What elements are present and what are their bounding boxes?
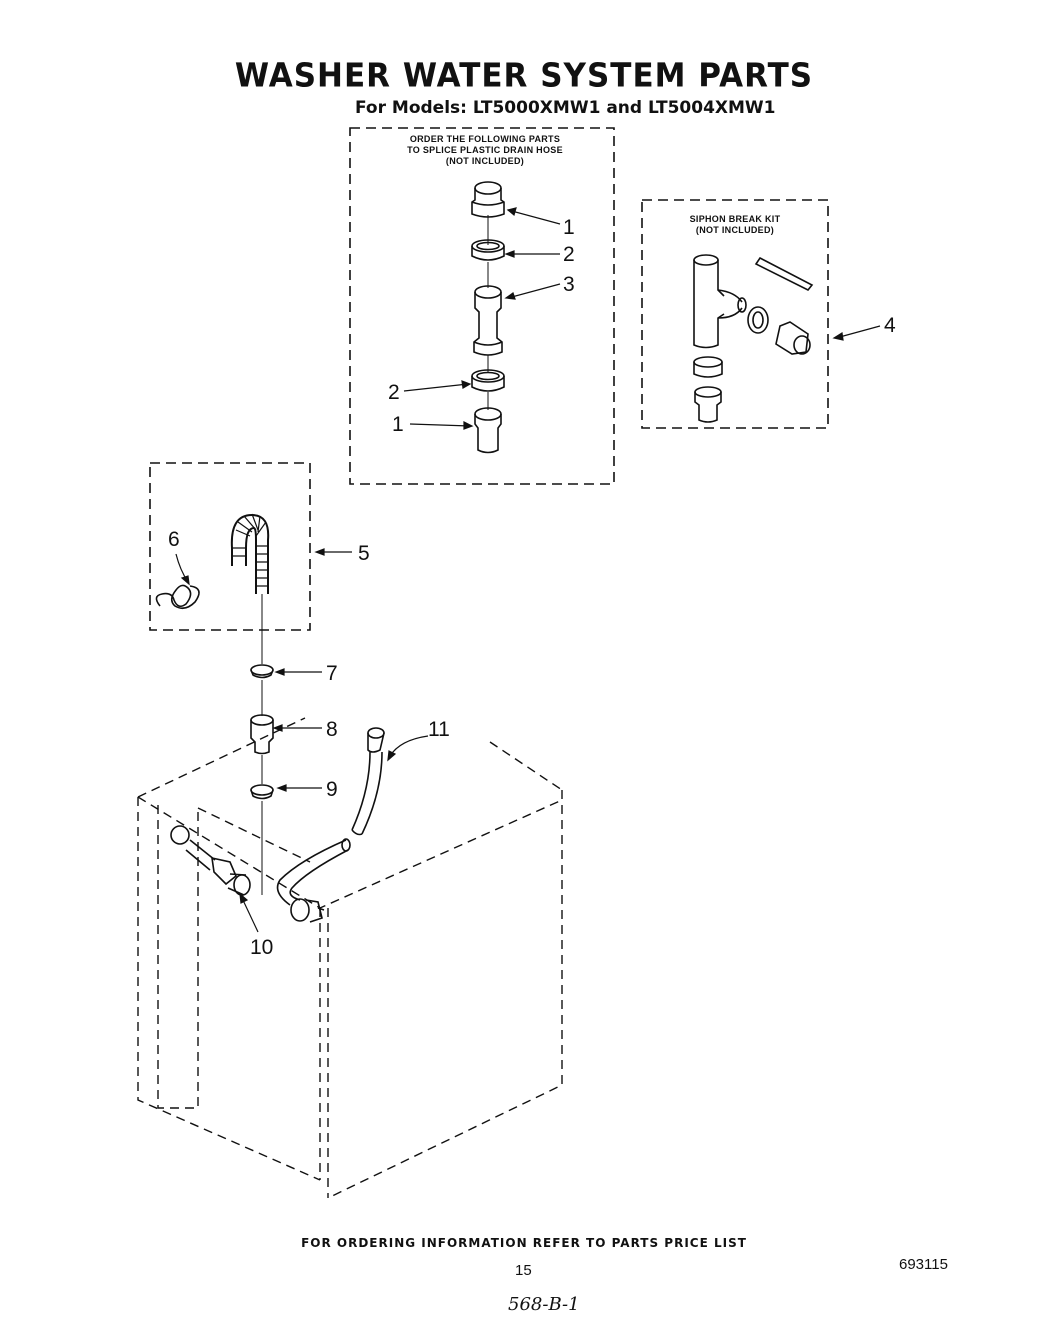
- callout-7: 7: [326, 662, 338, 685]
- page-title: WASHER WATER SYSTEM PARTS: [234, 57, 814, 95]
- clamp-part-2-bottom: [471, 369, 505, 392]
- callout-2-top: 2: [563, 243, 575, 266]
- callout-numbers: 1 2 3 2 1 4 5 6 7 8 9 10 11: [168, 216, 896, 959]
- callout-10: 10: [250, 936, 273, 959]
- drain-outlet-part-10: [170, 825, 251, 896]
- splice-box-label-line-1: ORDER THE FOLLOWING PARTS: [409, 134, 561, 144]
- callout-11: 11: [428, 718, 450, 741]
- siphon-box-label-line-2: (NOT INCLUDED): [695, 225, 775, 235]
- page-number: 15: [515, 1262, 532, 1279]
- siphon-tee-fitting: [693, 254, 747, 349]
- siphon-kit-box: [641, 199, 829, 429]
- siphon-box-label: SIPHON BREAK KIT (NOT INCLUDED): [645, 214, 825, 236]
- siphon-coupling-side: [775, 321, 811, 355]
- splice-box-label: ORDER THE FOLLOWING PARTS TO SPLICE PLAS…: [360, 134, 610, 167]
- callout-leaders: [175, 207, 881, 933]
- siphon-coupling-bottom: [694, 386, 722, 423]
- siphon-box-label-line-1: SIPHON BREAK KIT: [689, 214, 781, 224]
- siphon-clamp-bottom: [693, 356, 723, 378]
- clamp-part-2-top: [471, 239, 505, 261]
- callout-8: 8: [326, 718, 338, 741]
- coupling-part-1-bottom: [474, 407, 502, 454]
- drain-hose-part-5: [230, 513, 270, 664]
- model-subtitle: For Models: LT5000XMW1 and LT5004XMW1: [355, 98, 776, 118]
- internal-hose: [276, 838, 351, 923]
- coupling-part-1-top: [471, 181, 505, 218]
- callout-9: 9: [326, 778, 338, 801]
- splice-parts-box: [349, 127, 615, 485]
- siphon-clamp-side: [747, 306, 769, 334]
- callout-1-top: 1: [563, 216, 575, 239]
- document-number: 693115: [899, 1256, 948, 1273]
- handwritten-note: 568-B-1: [508, 1294, 580, 1315]
- tie-strap-part-6: [155, 584, 200, 610]
- ring-part-9: [250, 784, 274, 800]
- splice-box-label-line-3: (NOT INCLUDED): [445, 156, 525, 166]
- inlet-hose-part-11: [351, 727, 385, 836]
- splice-box-label-line-2: TO SPLICE PLASTIC DRAIN HOSE: [407, 145, 563, 155]
- callout-6: 6: [168, 528, 180, 551]
- drain-hose-box: [149, 462, 311, 631]
- washer-cabinet: [137, 717, 563, 1199]
- callout-4: 4: [884, 314, 896, 337]
- callout-2-bottom: 2: [388, 381, 400, 404]
- callout-3: 3: [563, 273, 575, 296]
- connector-part-3: [473, 285, 503, 356]
- siphon-strap: [754, 256, 814, 292]
- callout-1-bottom: 1: [392, 413, 404, 436]
- ordering-info-footer: FOR ORDERING INFORMATION REFER TO PARTS …: [301, 1236, 747, 1250]
- ring-part-7: [250, 664, 274, 679]
- connector-part-8: [250, 714, 274, 755]
- callout-5: 5: [358, 542, 370, 565]
